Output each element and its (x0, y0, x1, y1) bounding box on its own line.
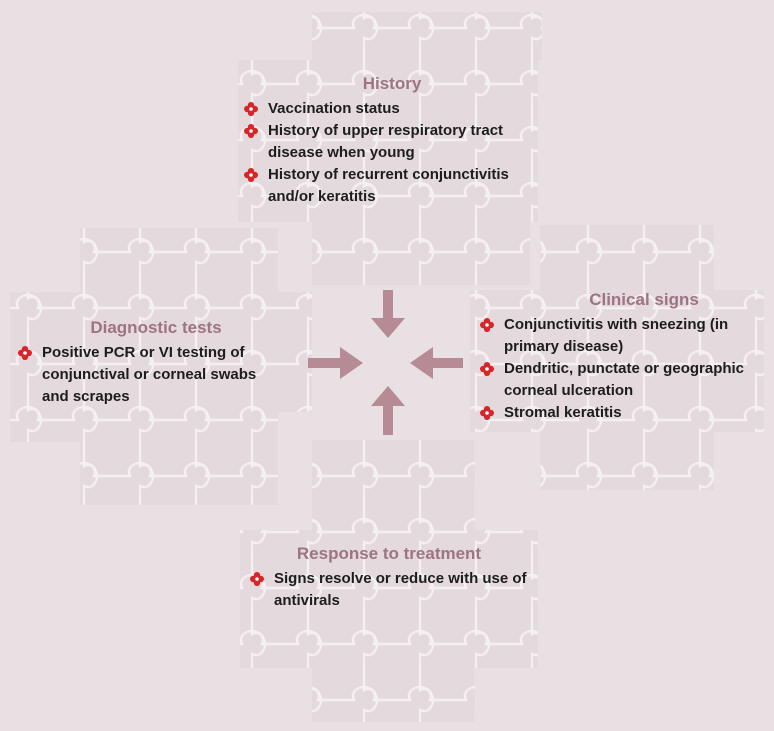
red-cross-bullet-icon (480, 406, 494, 420)
arrow-up-icon (371, 386, 405, 435)
history-panel: History Vaccination status History of up… (242, 74, 542, 208)
red-cross-bullet-icon (250, 572, 264, 586)
history-item: History of recurrent conjunctivitis and/… (242, 164, 542, 208)
response-item: Signs resolve or reduce with use of anti… (248, 568, 530, 612)
arrow-left-icon (410, 347, 463, 379)
response-puzzle-shape (240, 440, 538, 722)
red-cross-bullet-icon (480, 362, 494, 376)
red-cross-bullet-icon (244, 168, 258, 182)
arrow-right-icon (308, 347, 363, 379)
diagnostic-panel: Diagnostic tests Positive PCR or VI test… (16, 318, 276, 408)
clinical-list: Conjunctivitis with sneezing (in primary… (478, 314, 770, 424)
red-cross-bullet-icon (480, 318, 494, 332)
clinical-panel: Clinical signs Conjunctivitis with sneez… (478, 290, 770, 424)
clinical-title: Clinical signs (589, 290, 699, 309)
clinical-item: Stromal keratitis (478, 402, 770, 424)
history-puzzle-shape (238, 12, 542, 285)
red-cross-bullet-icon (244, 102, 258, 116)
response-panel: Response to treatment Signs resolve or r… (248, 544, 530, 612)
response-list: Signs resolve or reduce with use of anti… (248, 568, 530, 612)
diagnostic-item: Positive PCR or VI testing of conjunctiv… (16, 342, 276, 408)
history-item: History of upper respiratory tract disea… (242, 120, 542, 164)
clinical-puzzle-shape (470, 225, 764, 490)
response-title: Response to treatment (296, 544, 482, 563)
diagnostic-list: Positive PCR or VI testing of conjunctiv… (16, 342, 276, 408)
diagnostic-title: Diagnostic tests (90, 318, 222, 337)
arrow-down-icon (371, 290, 405, 338)
history-title: History (362, 74, 422, 93)
clinical-item: Dendritic, punctate or geographic cornea… (478, 358, 770, 402)
red-cross-bullet-icon (18, 346, 32, 360)
diagnostic-puzzle-shape (10, 228, 312, 505)
history-item: Vaccination status (242, 98, 542, 120)
history-list: Vaccination status History of upper resp… (242, 98, 542, 208)
clinical-item: Conjunctivitis with sneezing (in primary… (478, 314, 770, 358)
red-cross-bullet-icon (244, 124, 258, 138)
